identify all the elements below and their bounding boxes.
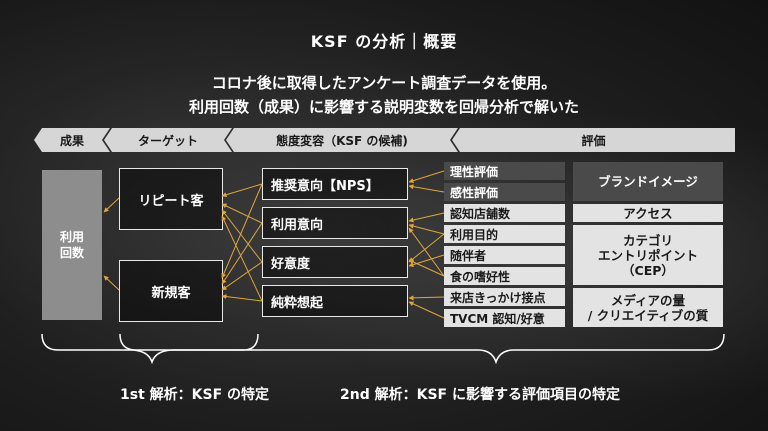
second-analysis-label: 2nd 解析：KSF に影響する評価項目の特定	[340, 387, 620, 403]
category-access: アクセス	[573, 204, 723, 222]
attitude-label: 好意度	[271, 256, 311, 272]
attitude-label: 推奨意向【NPS】	[271, 178, 379, 194]
target-label: リピート客	[138, 193, 204, 209]
eval-purpose: 利用目的	[444, 225, 565, 243]
eval-companion: 随伴者	[444, 246, 565, 264]
attitude-label: 利用意向	[271, 217, 324, 233]
first-analysis-label: 1st 解析：KSF の特定	[120, 387, 270, 403]
eval-food-preference: 食の嗜好性	[444, 267, 565, 285]
attitude-usage-intent: 利用意向	[262, 207, 408, 239]
target-label: 新規客	[151, 285, 191, 301]
target-repeat-customer: リピート客	[119, 168, 223, 230]
arrows-eval-to-attitude	[408, 170, 445, 319]
eval-store-awareness: 認知店舗数	[444, 204, 565, 222]
outcome-label: 利用 回数	[59, 230, 84, 260]
eval-tvcm: TVCM 認知/好意	[444, 309, 565, 327]
page-title: KSF の分析｜概要	[310, 32, 458, 51]
outcome-usage-count: 利用 回数	[42, 170, 102, 320]
subtitle-line-2: 利用回数（成果）に影響する説明変数を回帰分析で解いた	[188, 98, 579, 116]
eval-emotional: 感性評価	[444, 183, 565, 201]
attitude-favorability: 好意度	[262, 246, 408, 278]
subtitle-line-1: コロナ後に取得したアンケート調査データを使用。	[211, 74, 557, 92]
arrows-attitude-to-target	[221, 183, 263, 302]
category-media: メディアの量 / クリエイティブの質	[573, 288, 723, 327]
arrows-target-to-outcome	[103, 197, 120, 291]
category-cep: カテゴリ エントリポイント （CEP）	[573, 225, 723, 285]
category-brand-image: ブランドイメージ	[573, 162, 723, 201]
eval-visit-trigger: 来店きっかけ接点	[444, 288, 565, 306]
bracket-second-analysis	[119, 333, 725, 365]
bracket-first-analysis	[41, 333, 259, 365]
eval-rational: 理性評価	[444, 162, 565, 180]
attitude-nps: 推奨意向【NPS】	[262, 168, 408, 200]
target-new-customer: 新規客	[119, 260, 223, 322]
attitude-unaided-recall: 純粋想起	[262, 285, 408, 317]
attitude-label: 純粋想起	[271, 295, 324, 311]
